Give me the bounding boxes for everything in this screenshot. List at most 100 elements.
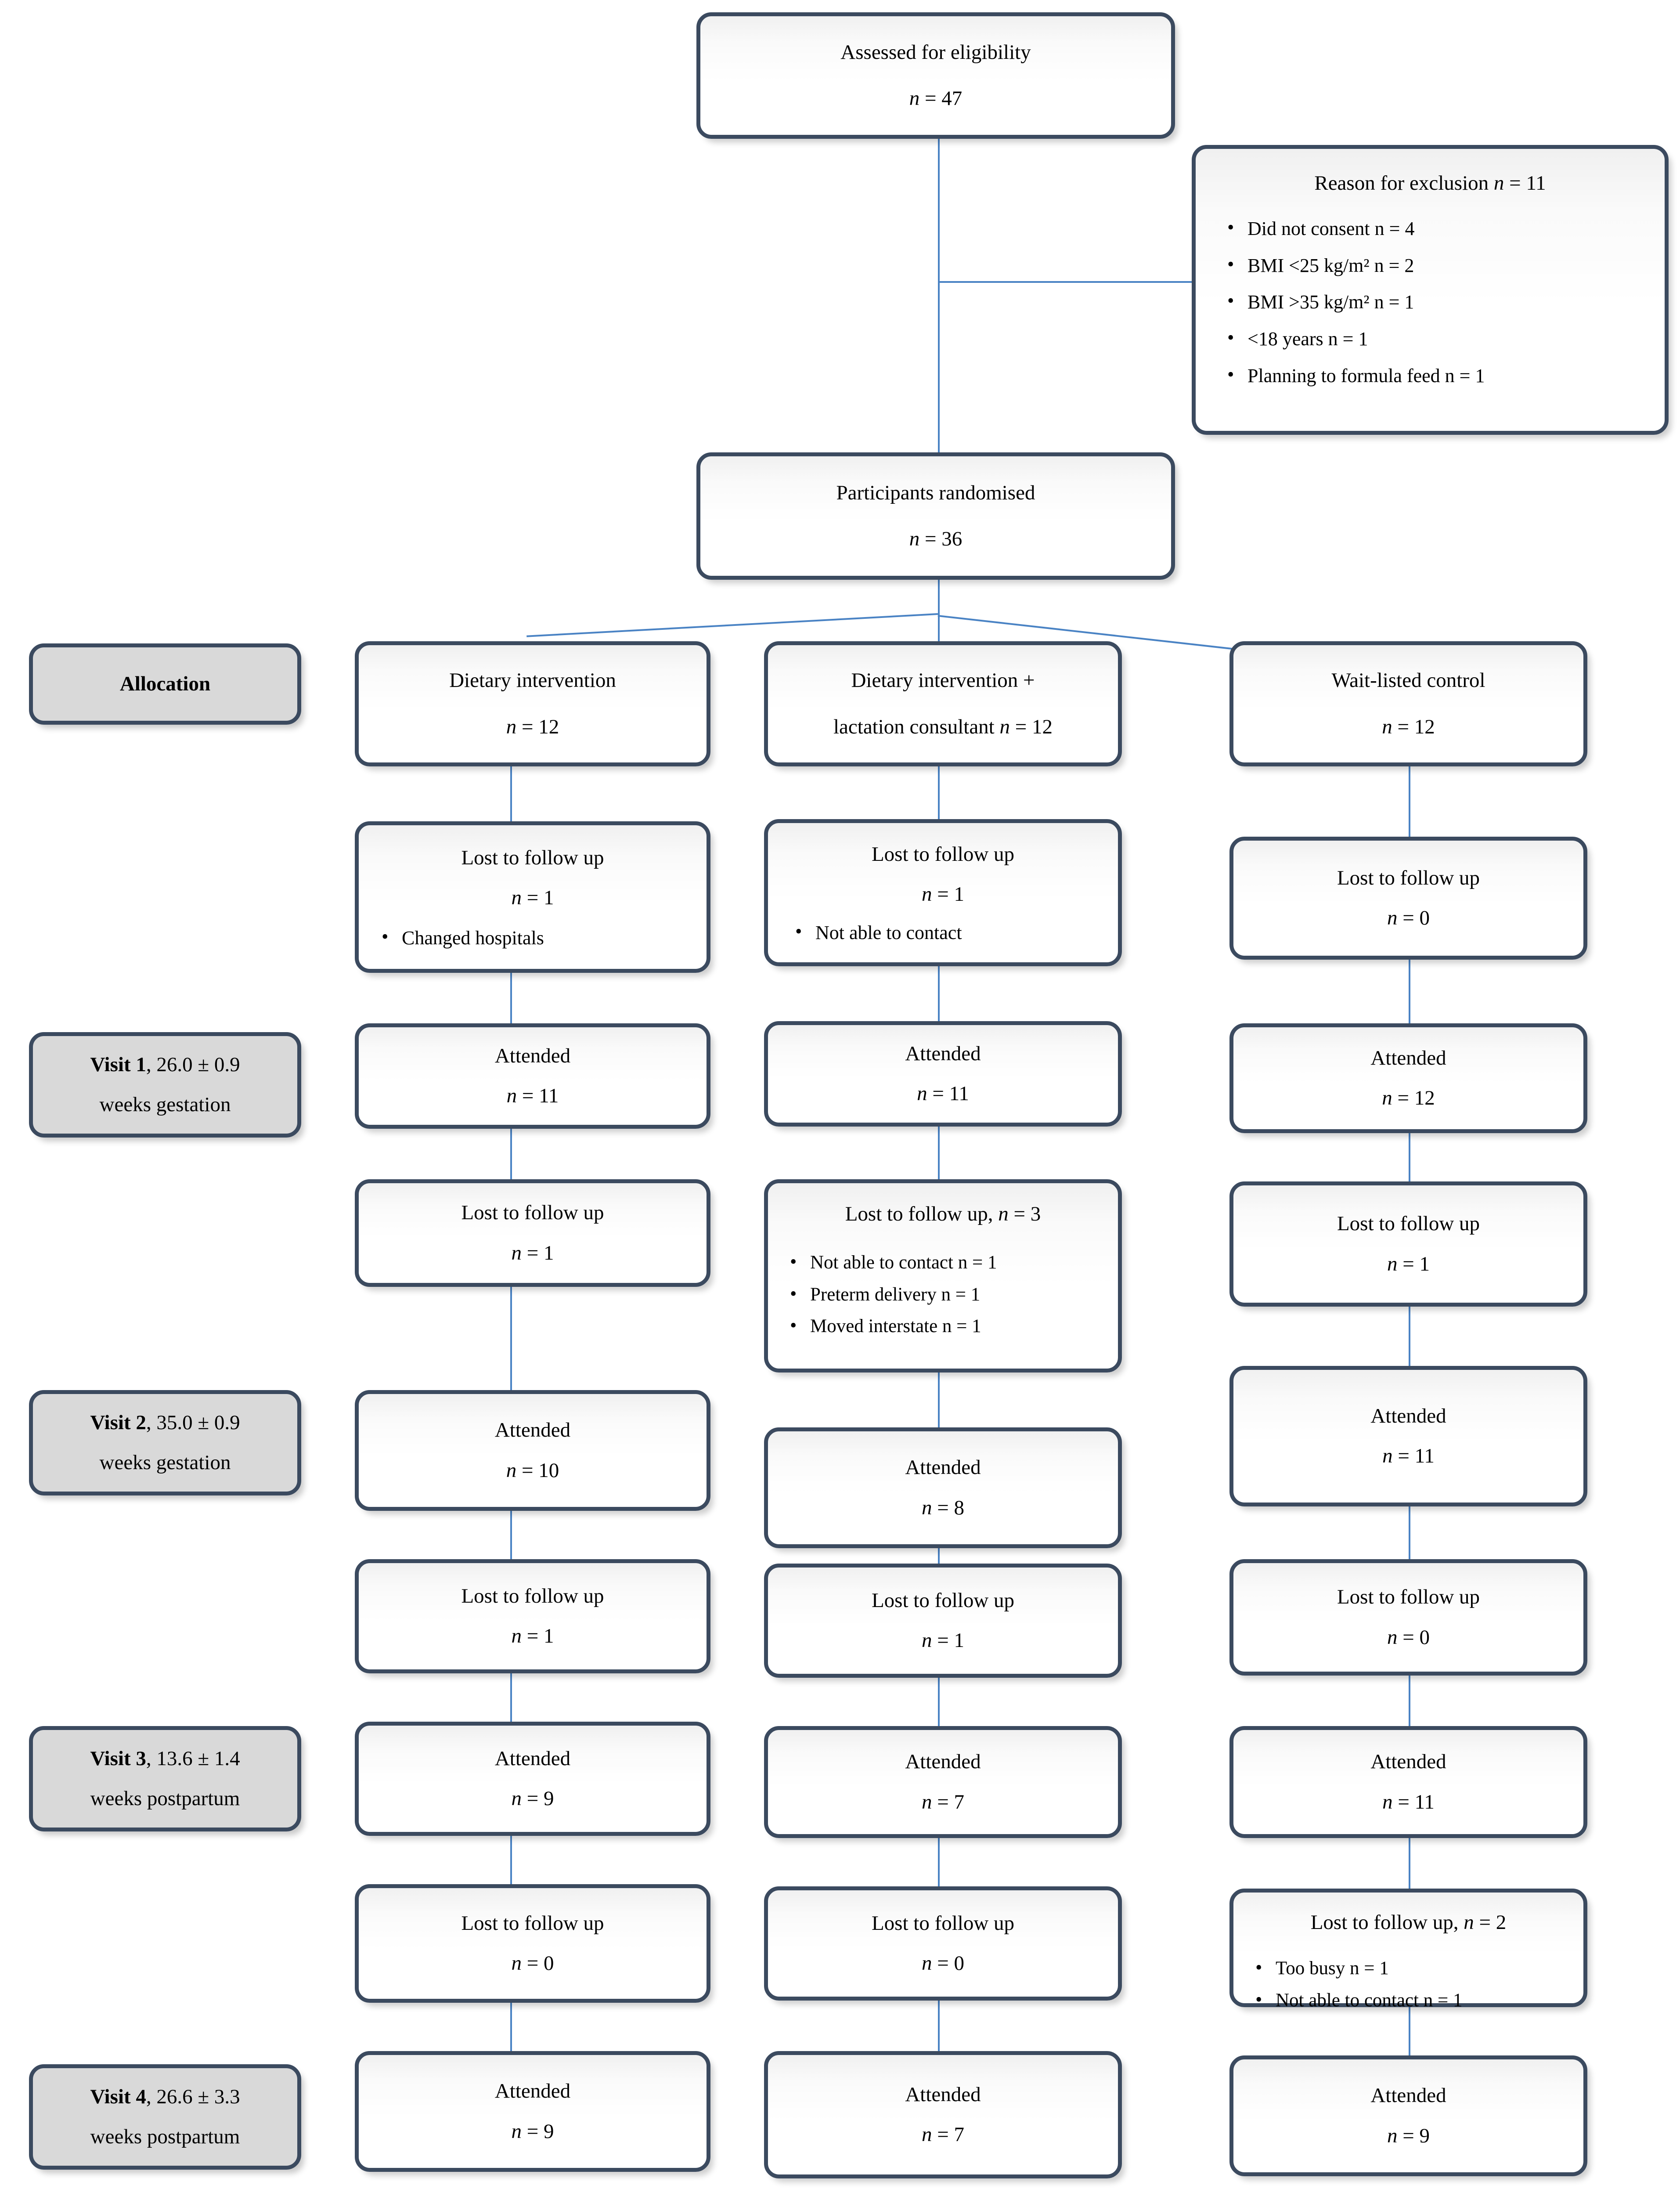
col1-ltfu0-count: n = 1 [511, 886, 554, 909]
list-item: Changed hospitals [382, 925, 707, 950]
col2-v4-label: Attended [905, 2083, 981, 2106]
col1-ltfu2-label: Lost to follow up [461, 1584, 604, 1607]
list-item: Did not consent n = 4 [1227, 216, 1665, 241]
col2-v3-label: Attended [905, 1750, 981, 1773]
col2-ltfu0-label: Lost to follow up [871, 842, 1015, 866]
stage-label-visit-4: Visit 4, 26.6 ± 3.3 weeks postpartum [29, 2064, 301, 2170]
col1-ltfu0-bullets: Changed hospitals [359, 925, 707, 950]
connector-col2-seg4 [938, 1372, 940, 1427]
assessed-count: n = 47 [909, 87, 963, 110]
box-participants-randomised: Participants randomised n = 36 [696, 452, 1175, 580]
col2-ltfu3-label: Lost to follow up [871, 1911, 1015, 1935]
visit3-label-line2: weeks postpartum [90, 1787, 240, 1810]
list-item: Not able to contact n = 1 [1255, 1988, 1583, 2012]
col1-ltfu3-count: n = 0 [511, 1952, 554, 1975]
connector-col1-seg1 [510, 766, 512, 821]
connector-randomised-to-col1 [526, 613, 938, 637]
col3-ltfu0-label: Lost to follow up [1337, 866, 1480, 889]
connector-col2-seg6 [938, 1678, 940, 1726]
box-col1-ltfu-2: Lost to follow up n = 1 [355, 1559, 710, 1673]
box-col1-visit-3-attended: Attended n = 9 [355, 1722, 710, 1836]
connector-col3-seg7 [1409, 1838, 1410, 1889]
col2-ltfu2-count: n = 1 [921, 1629, 964, 1652]
connector-col3-seg2 [1409, 960, 1410, 1023]
exclusion-bullet-list: Did not consent n = 4 BMI <25 kg/m² n = … [1196, 216, 1665, 387]
stage-label-visit-3: Visit 3, 13.6 ± 1.4 weeks postpartum [29, 1726, 301, 1831]
col2-ltfu1-bullets: Not able to contact n = 1 Preterm delive… [768, 1242, 1118, 1338]
stage-label-allocation: Allocation [29, 643, 301, 725]
box-col1-ltfu-1: Lost to follow up n = 1 [355, 1179, 710, 1287]
box-col2-visit-4-attended: Attended n = 7 [764, 2051, 1122, 2178]
col1-v3-count: n = 9 [511, 1787, 554, 1810]
stage-label-visit-1: Visit 1, 26.0 ± 0.9 weeks gestation [29, 1032, 301, 1138]
assessed-label: Assessed for eligibility [840, 40, 1031, 64]
box-reason-for-exclusion: Reason for exclusion n = 11 Did not cons… [1192, 145, 1669, 435]
connector-col3-seg1 [1409, 766, 1410, 837]
col3-v3-count: n = 11 [1382, 1790, 1435, 1813]
col3-ltfu2-count: n = 0 [1387, 1625, 1430, 1649]
box-col2-ltfu-2: Lost to follow up n = 1 [764, 1564, 1122, 1678]
connector-col3-seg8 [1409, 2007, 1410, 2055]
col3-ltfu3-bullets: Too busy n = 1 Not able to contact n = 1 [1233, 1948, 1583, 2012]
col2-ltfu0-count: n = 1 [921, 882, 964, 906]
connector-col1-seg5 [510, 1511, 512, 1559]
col2-v4-count: n = 7 [921, 2123, 964, 2146]
list-item: Preterm delivery n = 1 [790, 1282, 1118, 1306]
col1-v2-count: n = 10 [506, 1459, 559, 1482]
box-col1-visit-4-attended: Attended n = 9 [355, 2051, 710, 2172]
visit3-label-line1: Visit 3, 13.6 ± 1.4 [90, 1747, 240, 1770]
box-col2-ltfu-0: Lost to follow up n = 1 Not able to cont… [764, 819, 1122, 966]
visit1-label-line1: Visit 1, 26.0 ± 0.9 [90, 1053, 240, 1076]
connector-col1-seg6 [510, 1673, 512, 1722]
list-item: Too busy n = 1 [1255, 1956, 1583, 1980]
box-col1-visit-1-attended: Attended n = 11 [355, 1023, 710, 1129]
connector-col1-seg3 [510, 1129, 512, 1179]
col3-v3-label: Attended [1370, 1750, 1446, 1773]
box-col1-visit-2-attended: Attended n = 10 [355, 1390, 710, 1511]
col1-v4-label: Attended [494, 2080, 571, 2103]
box-assessed-for-eligibility: Assessed for eligibility n = 47 [696, 12, 1175, 139]
list-item: BMI >35 kg/m² n = 1 [1227, 289, 1665, 314]
col1-ltfu1-count: n = 1 [511, 1241, 554, 1264]
col3-v4-count: n = 9 [1387, 2124, 1430, 2147]
box-col1-ltfu-0: Lost to follow up n = 1 Changed hospital… [355, 821, 710, 973]
list-item: Moved interstate n = 1 [790, 1314, 1118, 1338]
box-col2-ltfu-1: Lost to follow up, n = 3 Not able to con… [764, 1179, 1122, 1372]
col1-ltfu2-count: n = 1 [511, 1625, 554, 1647]
col3-arm-title: Wait-listed control [1331, 669, 1485, 692]
visit4-label-line1: Visit 4, 26.6 ± 3.3 [90, 2085, 240, 2108]
col1-v3-label: Attended [494, 1747, 571, 1770]
col3-ltfu2-label: Lost to follow up [1337, 1586, 1480, 1609]
box-arm-wait-listed-control: Wait-listed control n = 12 [1229, 641, 1587, 766]
randomised-label: Participants randomised [836, 481, 1035, 504]
box-arm-dietary-intervention-lactation: Dietary intervention + lactation consult… [764, 641, 1122, 766]
connector-col1-seg7 [510, 1836, 512, 1884]
visit2-label-line2: weeks gestation [99, 1451, 231, 1474]
connector-col2-seg2 [938, 966, 940, 1021]
col3-ltfu3-heading: Lost to follow up, n = 2 [1310, 1911, 1507, 1934]
box-col3-ltfu-1: Lost to follow up n = 1 [1229, 1181, 1587, 1307]
randomised-count: n = 36 [909, 527, 963, 550]
connector-col2-seg1 [938, 766, 940, 819]
col1-arm-count: n = 12 [506, 715, 559, 738]
col3-v1-count: n = 12 [1382, 1087, 1435, 1109]
col3-v1-label: Attended [1370, 1046, 1446, 1069]
col1-ltfu3-label: Lost to follow up [461, 1911, 604, 1935]
col2-v1-label: Attended [905, 1042, 981, 1065]
allocation-label: Allocation [119, 672, 211, 695]
col3-ltfu1-count: n = 1 [1387, 1252, 1430, 1275]
col2-v1-count: n = 11 [917, 1082, 969, 1105]
connector-col3-seg6 [1409, 1676, 1410, 1726]
box-col3-visit-1-attended: Attended n = 12 [1229, 1023, 1587, 1133]
exclusion-heading: Reason for exclusion n = 11 [1314, 172, 1546, 195]
col2-v3-count: n = 7 [921, 1790, 964, 1813]
col3-v2-count: n = 11 [1382, 1445, 1435, 1467]
list-item: <18 years n = 1 [1227, 326, 1665, 351]
col2-arm-title-line1: Dietary intervention + [851, 669, 1035, 692]
connector-col3-seg4 [1409, 1307, 1410, 1366]
box-col3-ltfu-3: Lost to follow up, n = 2 Too busy n = 1 … [1229, 1889, 1587, 2012]
connector-col2-seg7 [938, 1838, 940, 1886]
col1-ltfu1-label: Lost to follow up [461, 1201, 604, 1224]
connector-col3-seg5 [1409, 1506, 1410, 1559]
